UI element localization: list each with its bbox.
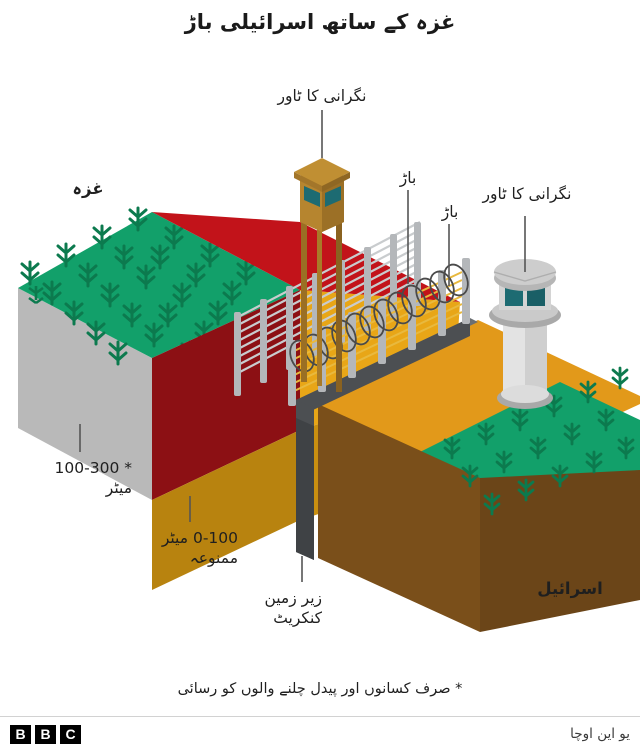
watchtower-roof-right [322,172,350,192]
page-title: غزہ کے ساتھ اسرائیلی باڑ [184,10,456,34]
gaza-land-block [18,206,300,500]
watchtower-window-left [304,186,320,207]
wall-underground-shadow [296,418,314,560]
label-buffer-inner: 0-100 میٹر ممنوعہ [161,529,238,568]
razor-wire-coils [289,263,469,373]
wall-front-face [296,318,470,418]
bbc-letter-b2: B [35,725,56,744]
wooden-watchtower [294,158,350,392]
leader-lines [79,110,526,582]
label-fence-front: باڑ [441,203,459,221]
watchtower-roof-left [294,172,322,192]
bbc-logo: B B C [10,725,81,744]
gaza-sprouts [20,206,256,366]
bbc-letter-b1: B [10,725,31,744]
watchtower-window-right [325,186,341,207]
gaza-crop-rows [28,286,44,305]
label-fence-rear: باڑ [399,169,417,187]
footnote: * صرف کسانوں اور پیدل چلنے والوں کو رسائ… [177,681,463,697]
watchtower-legs [301,196,342,392]
tower-roof-seam [493,271,557,282]
tower-base-top [501,385,549,403]
concrete-watchtower [489,259,561,409]
bbc-letter-c: C [60,725,81,744]
source-credit: یو این اوچا [570,726,630,742]
label-watchtower-right: نگرانی کا ٹاور [482,185,572,203]
gaza-field-top [18,212,300,358]
label-buffer-outer: * 100-300 میٹر [54,459,132,498]
label-underground: زیر زمین کنکریٹ [264,589,322,628]
label-gaza: غزہ [72,179,104,198]
israel-sprouts [443,366,635,516]
israel-soil-front [318,404,480,632]
buffer-side-face [152,430,300,590]
label-watchtower-left: نگرانی کا ٹاور [277,87,367,105]
israel-soil-side [480,470,640,632]
label-israel: اسرائیل [537,579,603,598]
page-footer: B B C یو این اوچا [0,716,640,749]
